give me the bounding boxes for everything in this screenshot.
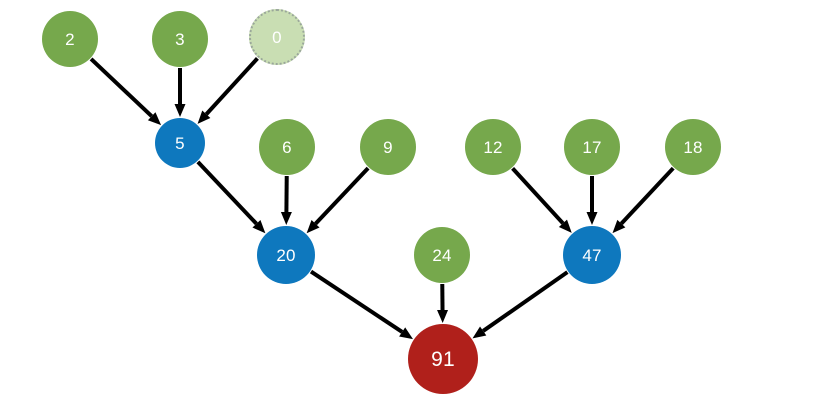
graph-edge-n3-n5 (174, 68, 186, 117)
graph-node-2[interactable]: 2 (42, 11, 98, 67)
graph-edge-n6-n20 (280, 175, 292, 226)
graph-node-label: 5 (175, 133, 185, 153)
edge-shaft (314, 166, 370, 226)
graph-node-label: 3 (175, 29, 185, 49)
edge-arrowhead-icon (147, 112, 162, 126)
edge-arrowhead-icon (174, 104, 186, 117)
graph-node-18[interactable]: 18 (665, 119, 721, 175)
graph-node-24[interactable]: 24 (414, 227, 470, 283)
edge-shaft (511, 167, 565, 225)
edge-arrowhead-icon (280, 211, 292, 226)
graph-edge-n0-n5 (197, 57, 259, 124)
edge-arrowhead-icon (306, 219, 320, 234)
graph-node-label: 20 (276, 245, 296, 265)
graph-node-0[interactable]: 0 (249, 9, 305, 65)
graph-edge-n5-n20 (196, 160, 266, 234)
edge-arrowhead-icon (586, 212, 598, 225)
graph-edge-n17-n47 (586, 176, 598, 225)
graph-node-12[interactable]: 12 (465, 119, 521, 175)
edge-shaft (196, 160, 258, 226)
edge-arrowhead-icon (399, 327, 413, 340)
graph-node-label: 6 (282, 137, 292, 157)
graph-node-17[interactable]: 17 (564, 119, 620, 175)
graph-node-label: 17 (582, 137, 602, 157)
graph-node-9[interactable]: 9 (360, 119, 416, 175)
graph-node-47[interactable]: 47 (563, 226, 621, 284)
edge-shaft (619, 166, 675, 225)
edge-shaft (204, 57, 259, 116)
graph-edge-n12-n47 (511, 167, 572, 233)
graph-edge-n20-n91 (309, 269, 413, 340)
edge-arrowhead-icon (558, 219, 572, 233)
graph-node-5[interactable]: 5 (155, 118, 205, 168)
graph-edge-n9-n20 (306, 166, 370, 234)
graph-edge-n24-n91 (437, 283, 449, 324)
graph-edge-n18-n47 (612, 166, 675, 234)
graph-node-label: 2 (65, 29, 75, 49)
edge-arrowhead-icon (252, 219, 266, 234)
graph-node-label: 91 (431, 347, 455, 371)
edge-arrowhead-icon (437, 309, 449, 324)
graph-edge-n47-n91 (472, 270, 569, 339)
edge-shaft (309, 269, 404, 334)
graph-node-20[interactable]: 20 (257, 226, 315, 284)
graph-node-label: 9 (383, 137, 393, 157)
graph-edge-n2-n5 (89, 57, 162, 126)
graph-node-label: 47 (582, 245, 602, 265)
edge-shaft (482, 270, 569, 333)
graph-node-label: 12 (483, 137, 503, 157)
graph-node-label: 0 (272, 27, 282, 47)
graph-node-label: 24 (432, 245, 452, 265)
graph-node-3[interactable]: 3 (152, 11, 208, 67)
graph-node-6[interactable]: 6 (259, 119, 315, 175)
edge-shaft (89, 57, 154, 118)
edge-arrowhead-icon (612, 219, 626, 234)
graph-node-91[interactable]: 91 (408, 324, 478, 394)
graph-node-label: 18 (683, 137, 703, 157)
edge-arrowhead-icon (197, 110, 211, 124)
edge-arrowhead-icon (472, 326, 487, 339)
